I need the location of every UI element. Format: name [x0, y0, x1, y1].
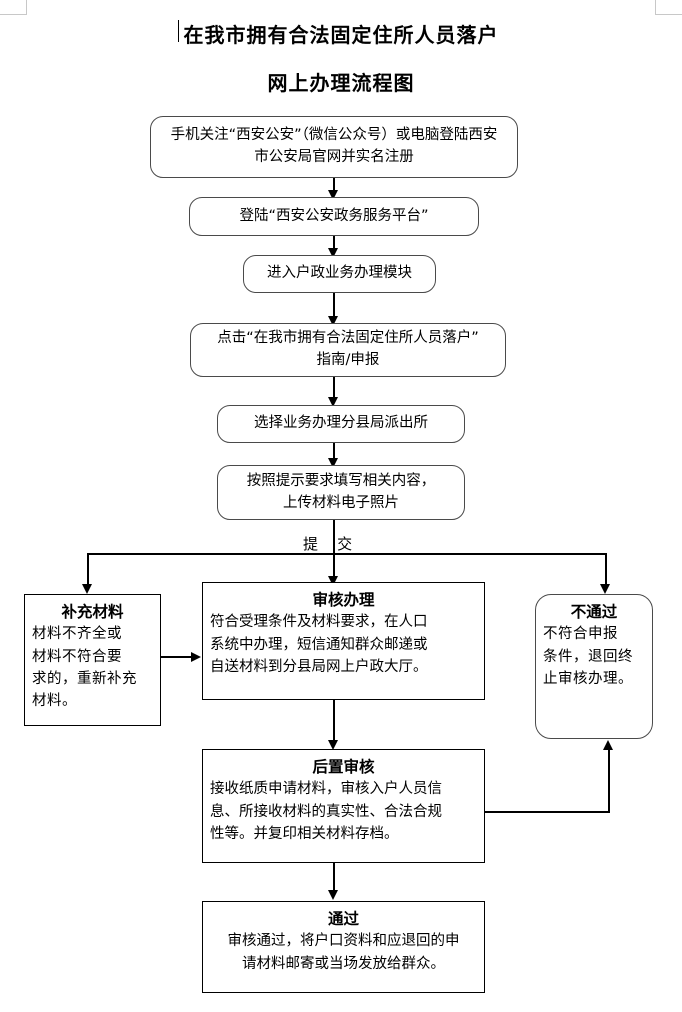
- crop-mark-top-right: [655, 0, 682, 15]
- arrowhead-module-to-guide: [328, 316, 338, 326]
- panel-rejected-header: 不通过: [570, 603, 618, 621]
- panel-rejected-line-3: 止审核办理。: [543, 670, 633, 687]
- panel-rejected-line-1: 不符合申报: [543, 626, 618, 643]
- panel-post-review-body: 接收纸质申请材料，审核入户人员信 息、所接收材料的真实性、合法合规 性等。并复印…: [210, 778, 477, 844]
- connector-module-to-guide: [333, 293, 335, 318]
- edge-label-submit: 提 交: [303, 535, 353, 553]
- node-fill-upload-line-2: 上传材料电子照片: [283, 494, 399, 511]
- panel-review-header: 审核办理: [312, 591, 375, 609]
- arrowhead-register-to-login: [328, 190, 338, 200]
- panel-passed-line-1: 审核通过，将户口资料和应退回的申: [227, 933, 460, 950]
- node-select-station-label: 选择业务办理分县局派出所: [254, 415, 428, 432]
- panel-review-line-3: 自送材料到分县局网上户政大厅。: [210, 658, 428, 675]
- panel-supplement-line-3: 求的，重新补充: [32, 670, 137, 687]
- panel-post-review-line-3: 性等。并复印相关材料存档。: [210, 825, 399, 842]
- panel-passed[interactable]: 通过 审核通过，将户口资料和应退回的申 请材料邮寄或当场发放给群众。: [202, 901, 485, 993]
- connector-fill-to-bus: [333, 520, 335, 553]
- connector-bus-to-review: [333, 553, 335, 578]
- arrowhead-bus-to-supplement: [82, 584, 92, 594]
- connector-station-to-fill: [333, 443, 335, 460]
- arrowhead-guide-to-station: [328, 397, 338, 407]
- connector-review-to-post-review: [333, 700, 335, 742]
- panel-supplement-line-1: 材料不齐全或: [32, 626, 122, 643]
- arrowhead-post-review-to-passed: [328, 890, 338, 900]
- panel-post-review[interactable]: 后置审核 接收纸质申请材料，审核入户人员信 息、所接收材料的真实性、合法合规 性…: [202, 749, 485, 863]
- panel-rejected-line-2: 条件，退回终: [543, 648, 633, 665]
- text-cursor-caret: [178, 20, 179, 42]
- page-title-line-1: 在我市拥有合法固定住所人员落户: [183, 23, 499, 47]
- arrowhead-supplement-to-review: [191, 652, 201, 662]
- node-register[interactable]: 手机关注“西安公安”（微信公众号）或电脑登陆西安 市公安局官网并实名注册: [150, 116, 518, 178]
- panel-supplement-line-4: 材料。: [32, 692, 77, 709]
- panel-supplement-materials[interactable]: 补充材料 材料不齐全或 材料不符合要 求的，重新补充 材料。: [24, 594, 161, 726]
- connector-supplement-to-review: [161, 656, 192, 658]
- panel-post-review-line-2: 息、所接收材料的真实性、合法合规: [210, 803, 442, 820]
- panel-review-body: 符合受理条件及材料要求，在人口 系统中办理，短信通知群众邮递或 自送材料到分县局…: [210, 611, 477, 677]
- panel-post-review-header: 后置审核: [312, 758, 375, 776]
- panel-passed-line-2: 请材料邮寄或当场发放给群众。: [242, 955, 445, 972]
- node-login-platform-label: 登陆“西安公安政务服务平台”: [239, 207, 429, 224]
- arrowhead-login-to-module: [328, 248, 338, 258]
- panel-review-process[interactable]: 审核办理 符合受理条件及材料要求，在人口 系统中办理，短信通知群众邮递或 自送材…: [202, 582, 485, 700]
- node-click-guide[interactable]: 点击“在我市拥有合法固定住所人员落户” 指南/申报: [190, 323, 506, 377]
- arrowhead-post-review-to-rejected: [603, 740, 613, 750]
- panel-rejected[interactable]: 不通过 不符合申报 条件，退回终 止审核办理。: [535, 594, 653, 739]
- node-click-guide-line-1: 点击“在我市拥有合法固定住所人员落户”: [217, 330, 479, 347]
- node-enter-module[interactable]: 进入户政业务办理模块: [243, 255, 436, 293]
- connector-bus-to-rejected: [605, 553, 607, 586]
- panel-supplement-header: 补充材料: [61, 603, 124, 621]
- connector-register-to-login: [333, 178, 335, 192]
- node-select-station[interactable]: 选择业务办理分县局派出所: [217, 405, 465, 443]
- panel-supplement-line-2: 材料不符合要: [32, 648, 122, 665]
- connector-post-review-to-rejected-vertical: [608, 750, 610, 812]
- connector-post-review-to-passed: [333, 863, 335, 893]
- connector-login-to-module: [333, 236, 335, 250]
- arrowhead-bus-to-review: [328, 576, 338, 586]
- panel-review-line-1: 符合受理条件及材料要求，在人口: [210, 614, 428, 631]
- connector-submit-bus: [87, 553, 606, 555]
- panel-supplement-body: 材料不齐全或 材料不符合要 求的，重新补充 材料。: [32, 623, 153, 711]
- panel-passed-body: 审核通过，将户口资料和应退回的申 请材料邮寄或当场发放给群众。: [210, 930, 477, 974]
- arrowhead-station-to-fill: [328, 458, 338, 468]
- page-title-line-2: 网上办理流程图: [267, 71, 415, 95]
- node-register-line-1: 手机关注“西安公安”（微信公众号）或电脑登陆西安: [170, 127, 498, 144]
- connector-guide-to-station: [333, 377, 335, 399]
- node-login-platform[interactable]: 登陆“西安公安政务服务平台”: [189, 197, 479, 236]
- panel-passed-header: 通过: [327, 910, 359, 928]
- node-fill-upload[interactable]: 按照提示要求填写相关内容， 上传材料电子照片: [217, 465, 465, 520]
- connector-bus-to-supplement: [87, 553, 89, 586]
- panel-rejected-body: 不符合申报 条件，退回终 止审核办理。: [543, 623, 645, 689]
- connector-post-review-to-rejected-horizontal: [485, 811, 610, 813]
- arrowhead-review-to-post-review: [328, 740, 338, 750]
- crop-mark-top-left: [0, 0, 27, 15]
- panel-post-review-line-1: 接收纸质申请材料，审核入户人员信: [210, 781, 442, 798]
- node-enter-module-label: 进入户政业务办理模块: [267, 265, 412, 282]
- node-register-line-2: 市公安局官网并实名注册: [254, 149, 414, 165]
- node-fill-upload-line-1: 按照提示要求填写相关内容，: [246, 472, 436, 489]
- panel-review-line-2: 系统中办理，短信通知群众邮递或: [210, 636, 428, 653]
- node-click-guide-line-2: 指南/申报: [316, 352, 380, 368]
- arrowhead-bus-to-rejected: [600, 584, 610, 594]
